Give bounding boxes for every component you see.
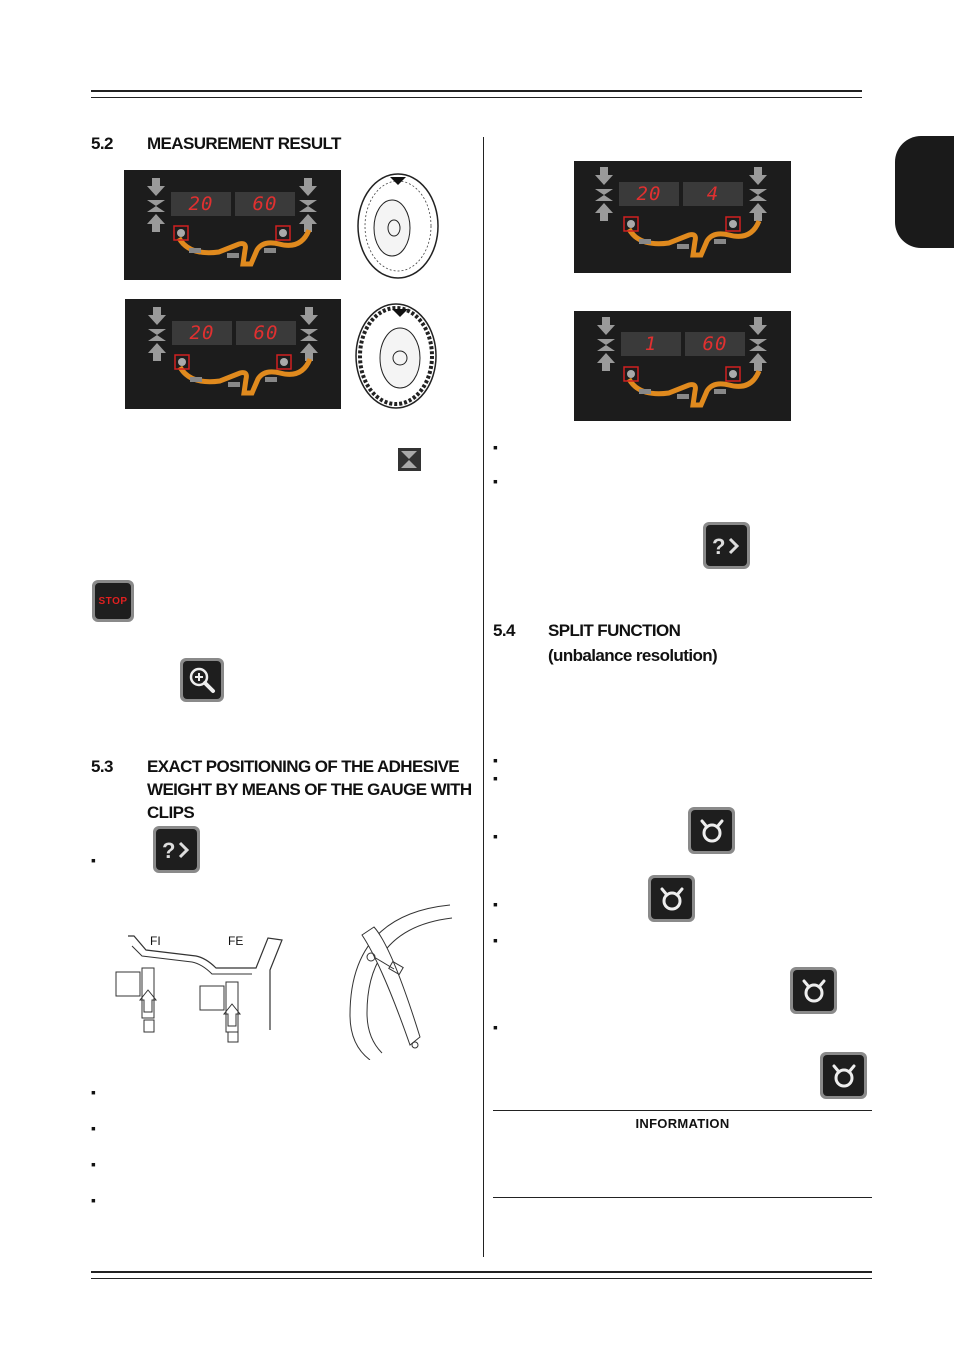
split-icon [660,887,683,910]
arrow-up-icon [147,214,165,232]
display-4-right: 60 [685,332,745,356]
bullet: ▪ [91,852,96,868]
panel-4-graphics [597,317,767,408]
svg-text:?: ? [712,534,725,559]
bullet: ▪ [493,439,498,455]
split-icon [700,819,723,842]
gauge-clip-figure [115,935,283,1043]
help-button-left[interactable]: ? [153,826,200,873]
section-5-2-number: 5.2 [91,134,113,153]
display-1-left: 20 [171,192,231,216]
section-5-4-number: 5.4 [493,621,515,640]
split-button-2[interactable] [648,875,695,922]
svg-text:?: ? [162,838,175,863]
zoom-in-icon [189,667,215,693]
section-5-4-subtitle: (unbalance resolution) [548,646,718,665]
help-button-right[interactable]: ? [703,522,750,569]
panel-2-graphics [148,307,318,396]
split-icon [832,1064,855,1087]
display-2-right: 60 [236,321,296,345]
display-3-right: 4 [683,182,743,206]
section-5-3-title-2: WEIGHT BY MEANS OF THE GAUGE WITH [147,780,472,799]
section-5-3-number: 5.3 [91,757,113,776]
info-top-rule [493,1110,872,1111]
section-5-2-title: MEASUREMENT RESULT [147,134,341,153]
panel-3-graphics [595,167,767,258]
center-position-icon [398,448,421,471]
split-button-1[interactable] [688,807,735,854]
stop-button-face: STOP [95,583,131,619]
bullet: ▪ [91,1120,96,1136]
display-panel-3: 20 4 [574,161,791,273]
stop-label: STOP [98,595,128,607]
column-divider [483,137,484,1257]
tire-illustration-2 [355,303,437,409]
bullet: ▪ [91,1192,96,1208]
display-3-left: 20 [619,182,679,206]
display-panel-2: 20 60 [125,299,341,409]
bullet: ▪ [91,1084,96,1100]
rim-profile [176,228,312,267]
bullet: ▪ [493,752,498,768]
stop-button[interactable]: STOP [92,580,134,622]
bullet: ▪ [493,828,498,844]
split-button-3[interactable] [790,967,837,1014]
wheel-arc-figure [349,904,453,1060]
info-bottom-rule [493,1197,872,1198]
section-5-3-title-3: CLIPS [147,803,195,822]
display-1-right: 60 [235,192,295,216]
split-icon [802,979,825,1002]
bullet: ▪ [493,1019,498,1035]
display-4-left: 1 [621,332,681,356]
split-button-4[interactable] [820,1052,867,1099]
bullet: ▪ [493,896,498,912]
panel-1-graphics [147,178,317,267]
help-next-icon: ? [162,838,189,863]
bullet: ▪ [493,932,498,948]
arrow-down-icon [147,178,165,196]
section-5-4-title: SPLIT FUNCTION [548,621,681,640]
section-5-3-title-1: EXACT POSITIONING OF THE ADHESIVE [147,757,460,776]
display-2-left: 20 [172,321,232,345]
label-fe: FE [228,934,244,948]
info-label: INFORMATION [635,1116,730,1131]
bullet: ▪ [91,1156,96,1172]
center-icon [147,200,165,212]
chapter-tab [895,136,954,248]
display-panel-4: 1 60 [574,311,791,421]
bullet: ▪ [493,770,498,786]
display-panel-1: 20 60 [124,170,341,280]
bottom-rule [91,1271,872,1279]
help-next-icon: ? [712,534,739,559]
zoom-button[interactable] [180,658,224,702]
top-rule [91,90,862,98]
label-fi: FI [150,934,161,948]
tire-illustration-1 [357,173,439,279]
bullet: ▪ [493,473,498,489]
